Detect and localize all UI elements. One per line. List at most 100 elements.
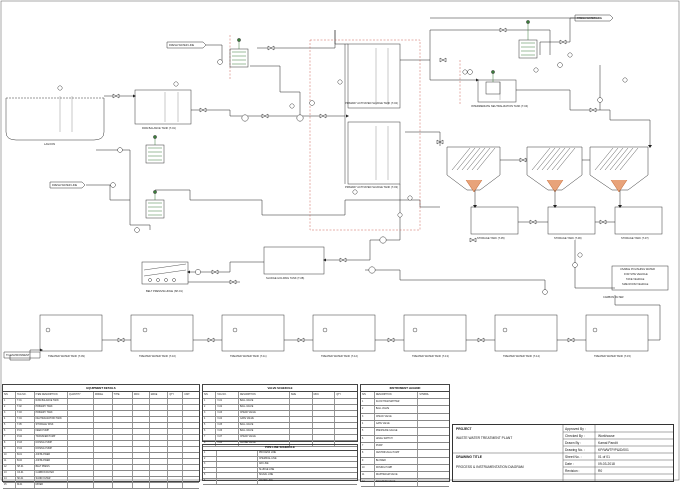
table-cell — [290, 405, 313, 411]
table-cell — [313, 441, 336, 447]
table-cell — [335, 411, 357, 416]
table-cell — [113, 405, 133, 411]
legend-table: INSTRUMENT LEGEND S/N DESCRIPTION SYMBOL… — [360, 384, 450, 487]
table-cell — [418, 421, 449, 427]
table-cell: 1 — [361, 399, 375, 406]
table-cell: 3 — [203, 411, 217, 417]
primary-tank-2-label: PRIMARY ACTIVATED SLUDGE TANK (T-03) — [345, 186, 398, 189]
table-cell — [183, 441, 199, 446]
process-lines — [9, 17, 661, 361]
table-cell: 5 — [203, 423, 217, 429]
table-cell — [68, 447, 94, 453]
table-cell — [94, 477, 113, 483]
table-cell: 2 — [3, 405, 17, 411]
table-cell — [168, 441, 184, 447]
table-cell: BALL VALVE — [239, 405, 290, 411]
table-cell — [113, 435, 133, 441]
table-cell: 6 — [3, 429, 17, 435]
drawing-title: PROCESS & INSTRUMENTATION DIAGRAM — [456, 465, 524, 469]
table-cell — [168, 423, 184, 429]
table-cell — [418, 414, 449, 420]
table-cell — [418, 458, 449, 464]
table-cell: FLOW TRANSMITTER — [375, 399, 419, 406]
table-cell — [113, 471, 133, 477]
table-cell — [113, 459, 133, 465]
table-cell: 1 — [3, 399, 17, 405]
table-cell — [68, 399, 94, 405]
raw-balance-tank — [134, 89, 192, 125]
dosing-tank-2 — [145, 135, 165, 164]
table-cell — [133, 441, 150, 447]
table-cell — [68, 435, 94, 441]
table-cell — [94, 405, 113, 411]
table-cell: SF-01 — [16, 477, 35, 483]
table-cell: V-06 — [216, 429, 239, 435]
table-cell — [168, 459, 184, 465]
table-cell — [183, 453, 199, 458]
table-cell: B-02 — [16, 459, 35, 465]
table-cell — [150, 453, 169, 459]
table-cell: T-05 — [16, 423, 35, 429]
table-cell — [133, 447, 150, 453]
table-cell — [150, 405, 169, 411]
table-cell: P-01 — [16, 429, 35, 435]
table-cell: BLOWER — [375, 457, 419, 464]
table-cell — [313, 411, 336, 417]
table-cell: 5 — [203, 473, 217, 478]
belt-press — [141, 261, 189, 285]
table-cell: 12 — [361, 479, 375, 486]
table-cell: 3 — [203, 462, 217, 467]
equipment-table-title: EQUIPMENT DETAILS — [3, 385, 199, 392]
table-cell: V-05 — [216, 423, 239, 429]
table-cell: 1 — [203, 399, 217, 405]
instrument-bubbles — [45, 52, 628, 333]
storage-tank-2-label: STORAGE TANK (T-06) — [554, 237, 582, 240]
table-cell: P-02 — [16, 435, 35, 441]
col-header: QUANTITY — [68, 392, 94, 399]
table-cell — [183, 477, 199, 482]
table-cell — [68, 411, 94, 417]
table-cell — [133, 429, 150, 435]
bottom-tank-7 — [585, 314, 649, 352]
table-cell: BELT PRESS — [35, 465, 68, 471]
table-cell: BALL VALVE — [239, 429, 290, 435]
valves — [112, 27, 607, 343]
table-cell — [113, 417, 133, 423]
table-cell — [94, 411, 113, 417]
date-value: 09-03-2018 — [598, 461, 615, 466]
table-cell — [335, 429, 357, 434]
equipment-table: EQUIPMENT DETAILS S/N TAG NO. ITEM DESCR… — [2, 384, 200, 489]
table-cell — [183, 447, 199, 452]
table-cell — [183, 459, 199, 464]
bottom-tank-6-label: TREATED WATER TANK (T-14) — [503, 355, 540, 358]
table-cell — [150, 477, 169, 483]
table-cell — [168, 483, 184, 489]
table-cell: V-02 — [216, 405, 239, 411]
drawing-no-label: Drawing No. : — [565, 447, 585, 452]
primary-tank-1-label: PRIMARY ACTIVATED SLUDGE TANK (T-02) — [345, 102, 398, 105]
table-cell: DOSING PUMP — [35, 447, 68, 453]
table-cell: T-02 — [16, 405, 35, 411]
table-cell — [94, 483, 113, 489]
table-cell — [290, 435, 313, 441]
table-cell: 7 — [361, 442, 375, 450]
table-cell: P-03 — [16, 441, 35, 447]
table-cell: 4 — [203, 467, 217, 473]
lagoon-basin — [5, 98, 105, 141]
table-cell — [150, 459, 169, 465]
date-label: Date : — [565, 461, 574, 466]
table-cell — [113, 477, 133, 483]
table-cell — [168, 429, 184, 435]
fresh-water-label-1: FRESH WATER LINE — [169, 43, 195, 47]
table-cell — [290, 399, 313, 405]
